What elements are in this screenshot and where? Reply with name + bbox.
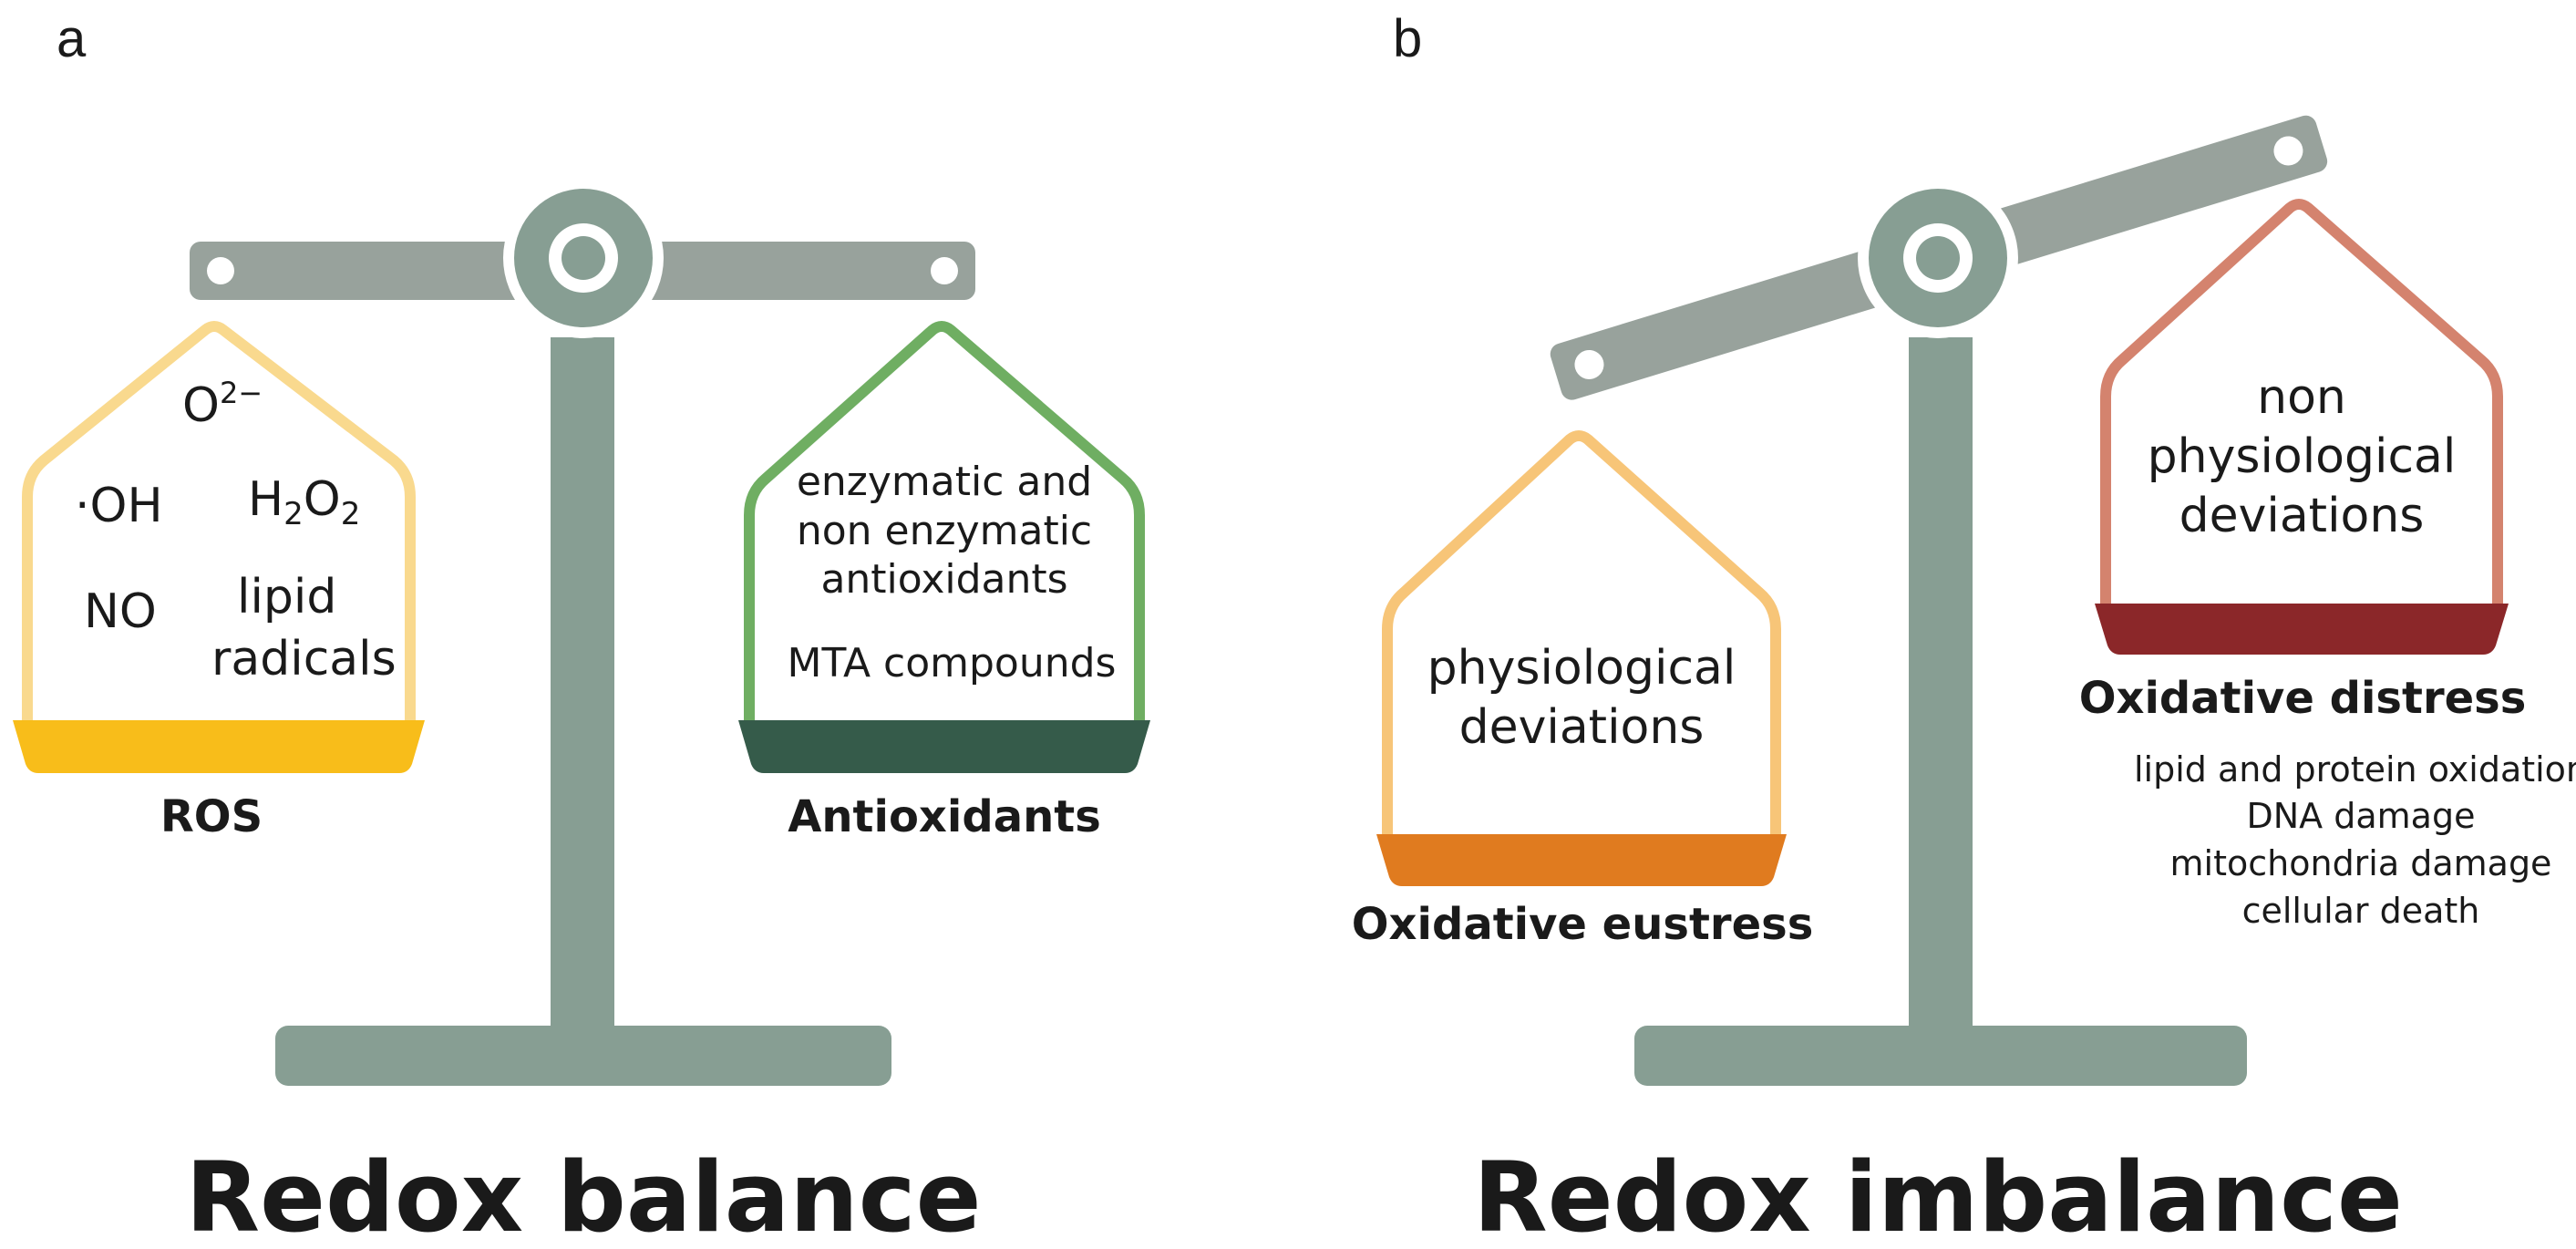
ros-species: O2− ·OH H2O2 NO lipid radicals — [75, 376, 397, 686]
distress-effect-2: DNA damage — [2247, 796, 2476, 836]
eustress-pan-outline — [1382, 430, 1781, 843]
redox-imbalance-title: Redox imbalance — [1473, 1141, 2403, 1249]
antioxidant-line-4: MTA compounds — [788, 640, 1117, 686]
panel-letter-b: b — [1393, 9, 1422, 68]
antioxidant-line-2: non enzymatic — [797, 508, 1092, 554]
scale-b-pivot-center — [1916, 236, 1960, 280]
ros-radicals-text: radicals — [211, 632, 397, 686]
antioxidant-text: enzymatic and non enzymatic antioxidants… — [788, 459, 1117, 686]
ros-o2-text: O2− — [182, 376, 263, 433]
scale-a-pivot-center — [562, 236, 605, 280]
eustress-text: physiological deviations — [1427, 641, 1736, 755]
antioxidant-line-3: antioxidants — [820, 556, 1067, 603]
scale-a-beam-hole-right — [931, 257, 958, 284]
eustress-line-1: physiological — [1427, 641, 1736, 696]
ros-pan-outline — [22, 321, 416, 729]
distress-line-3: deviations — [2179, 489, 2425, 543]
eustress-pan-base — [1376, 834, 1787, 886]
redox-balance-title: Redox balance — [186, 1141, 982, 1249]
distress-effect-1: lipid and protein oxidation — [2134, 749, 2576, 790]
scale-a-post — [551, 337, 614, 1030]
ros-pan-base — [13, 720, 425, 773]
scale-a-base — [275, 1026, 891, 1086]
distress-pan-base — [2095, 604, 2509, 655]
distress-label: Oxidative distress — [2079, 673, 2527, 724]
ros-hydroxyl-text: ·OH — [75, 479, 163, 533]
distress-text: non physiological deviations — [2148, 370, 2457, 543]
antioxidant-pan-outline — [744, 321, 1145, 729]
scale-a-beam-hole-left — [207, 257, 234, 284]
distress-effect-3: mitochondria damage — [2170, 843, 2552, 883]
ros-lipid-text: lipid — [237, 570, 336, 624]
distress-line-2: physiological — [2148, 429, 2457, 484]
antioxidants-label: Antioxidants — [788, 791, 1101, 842]
scale-b-beam-hole-right — [2273, 136, 2303, 166]
scale-b — [1550, 115, 2328, 1086]
distress-effect-4: cellular death — [2242, 891, 2480, 931]
scale-b-post — [1909, 337, 1973, 1041]
scale-b-beam-hole-left — [1574, 349, 1604, 379]
ros-label: ROS — [160, 791, 263, 842]
ros-h2o2-text: H2O2 — [248, 472, 360, 532]
ros-pan — [13, 321, 425, 773]
distress-effects: lipid and protein oxidation DNA damage m… — [2134, 749, 2576, 931]
distress-pan-outline — [2100, 199, 2503, 613]
distress-pan — [2095, 199, 2509, 655]
eustress-label: Oxidative eustress — [1352, 899, 1814, 950]
antioxidant-line-1: enzymatic and — [797, 459, 1092, 505]
panel-letter-a: a — [57, 9, 87, 68]
scale-a — [190, 178, 975, 1086]
eustress-pan — [1376, 430, 1787, 886]
eustress-line-2: deviations — [1459, 700, 1705, 755]
antioxidant-pan — [738, 321, 1150, 773]
scale-b-base — [1634, 1026, 2247, 1086]
ros-no-text: NO — [84, 584, 157, 639]
distress-line-1: non — [2257, 370, 2346, 425]
antioxidant-pan-base — [738, 720, 1150, 773]
